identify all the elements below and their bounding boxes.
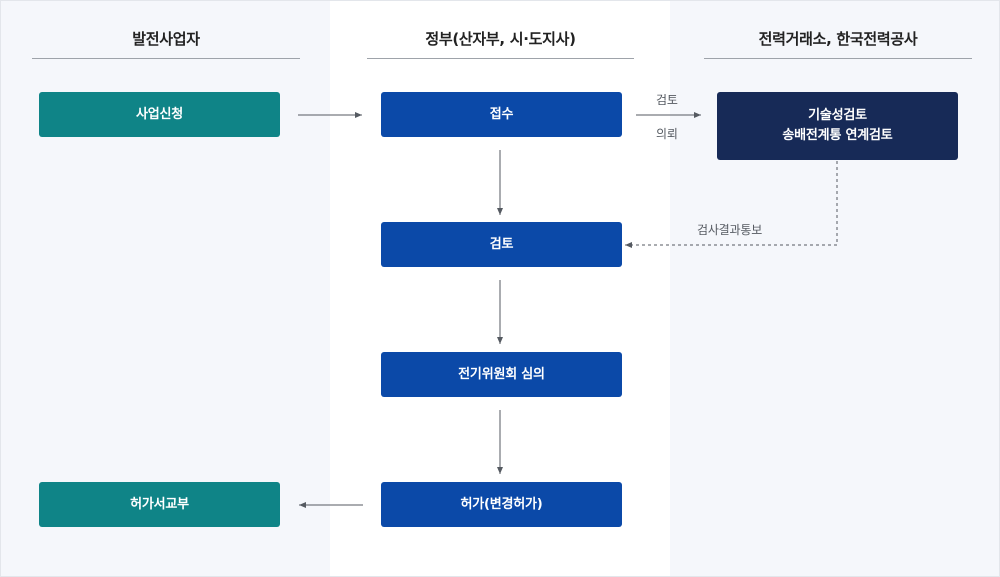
dashed-result-return	[625, 161, 838, 248]
box-committee: 전기위원회 심의	[381, 352, 622, 397]
column-header-government: 정부(산자부, 시·도지사)	[367, 28, 634, 59]
box-review: 검토	[381, 222, 622, 267]
tech-review-line-1: 기술성검토	[808, 108, 867, 123]
box-application: 사업신청	[39, 92, 280, 137]
box-permit: 허가(변경허가)	[381, 482, 622, 527]
box-reception: 접수	[381, 92, 622, 137]
box-license-issue: 허가서교부	[39, 482, 280, 527]
box-tech-review: 기술성검토 송배전계통 연계검토	[717, 92, 958, 160]
column-header-kpx-kepco: 전력거래소, 한국전력공사	[704, 28, 972, 59]
column-header-generator: 발전사업자	[32, 28, 300, 59]
label-request-top: 검토	[656, 93, 678, 107]
label-result-notice: 검사결과통보	[697, 223, 763, 237]
label-request-bottom: 의뢰	[656, 127, 678, 141]
tech-review-line-2: 송배전계통 연계검토	[782, 128, 893, 143]
